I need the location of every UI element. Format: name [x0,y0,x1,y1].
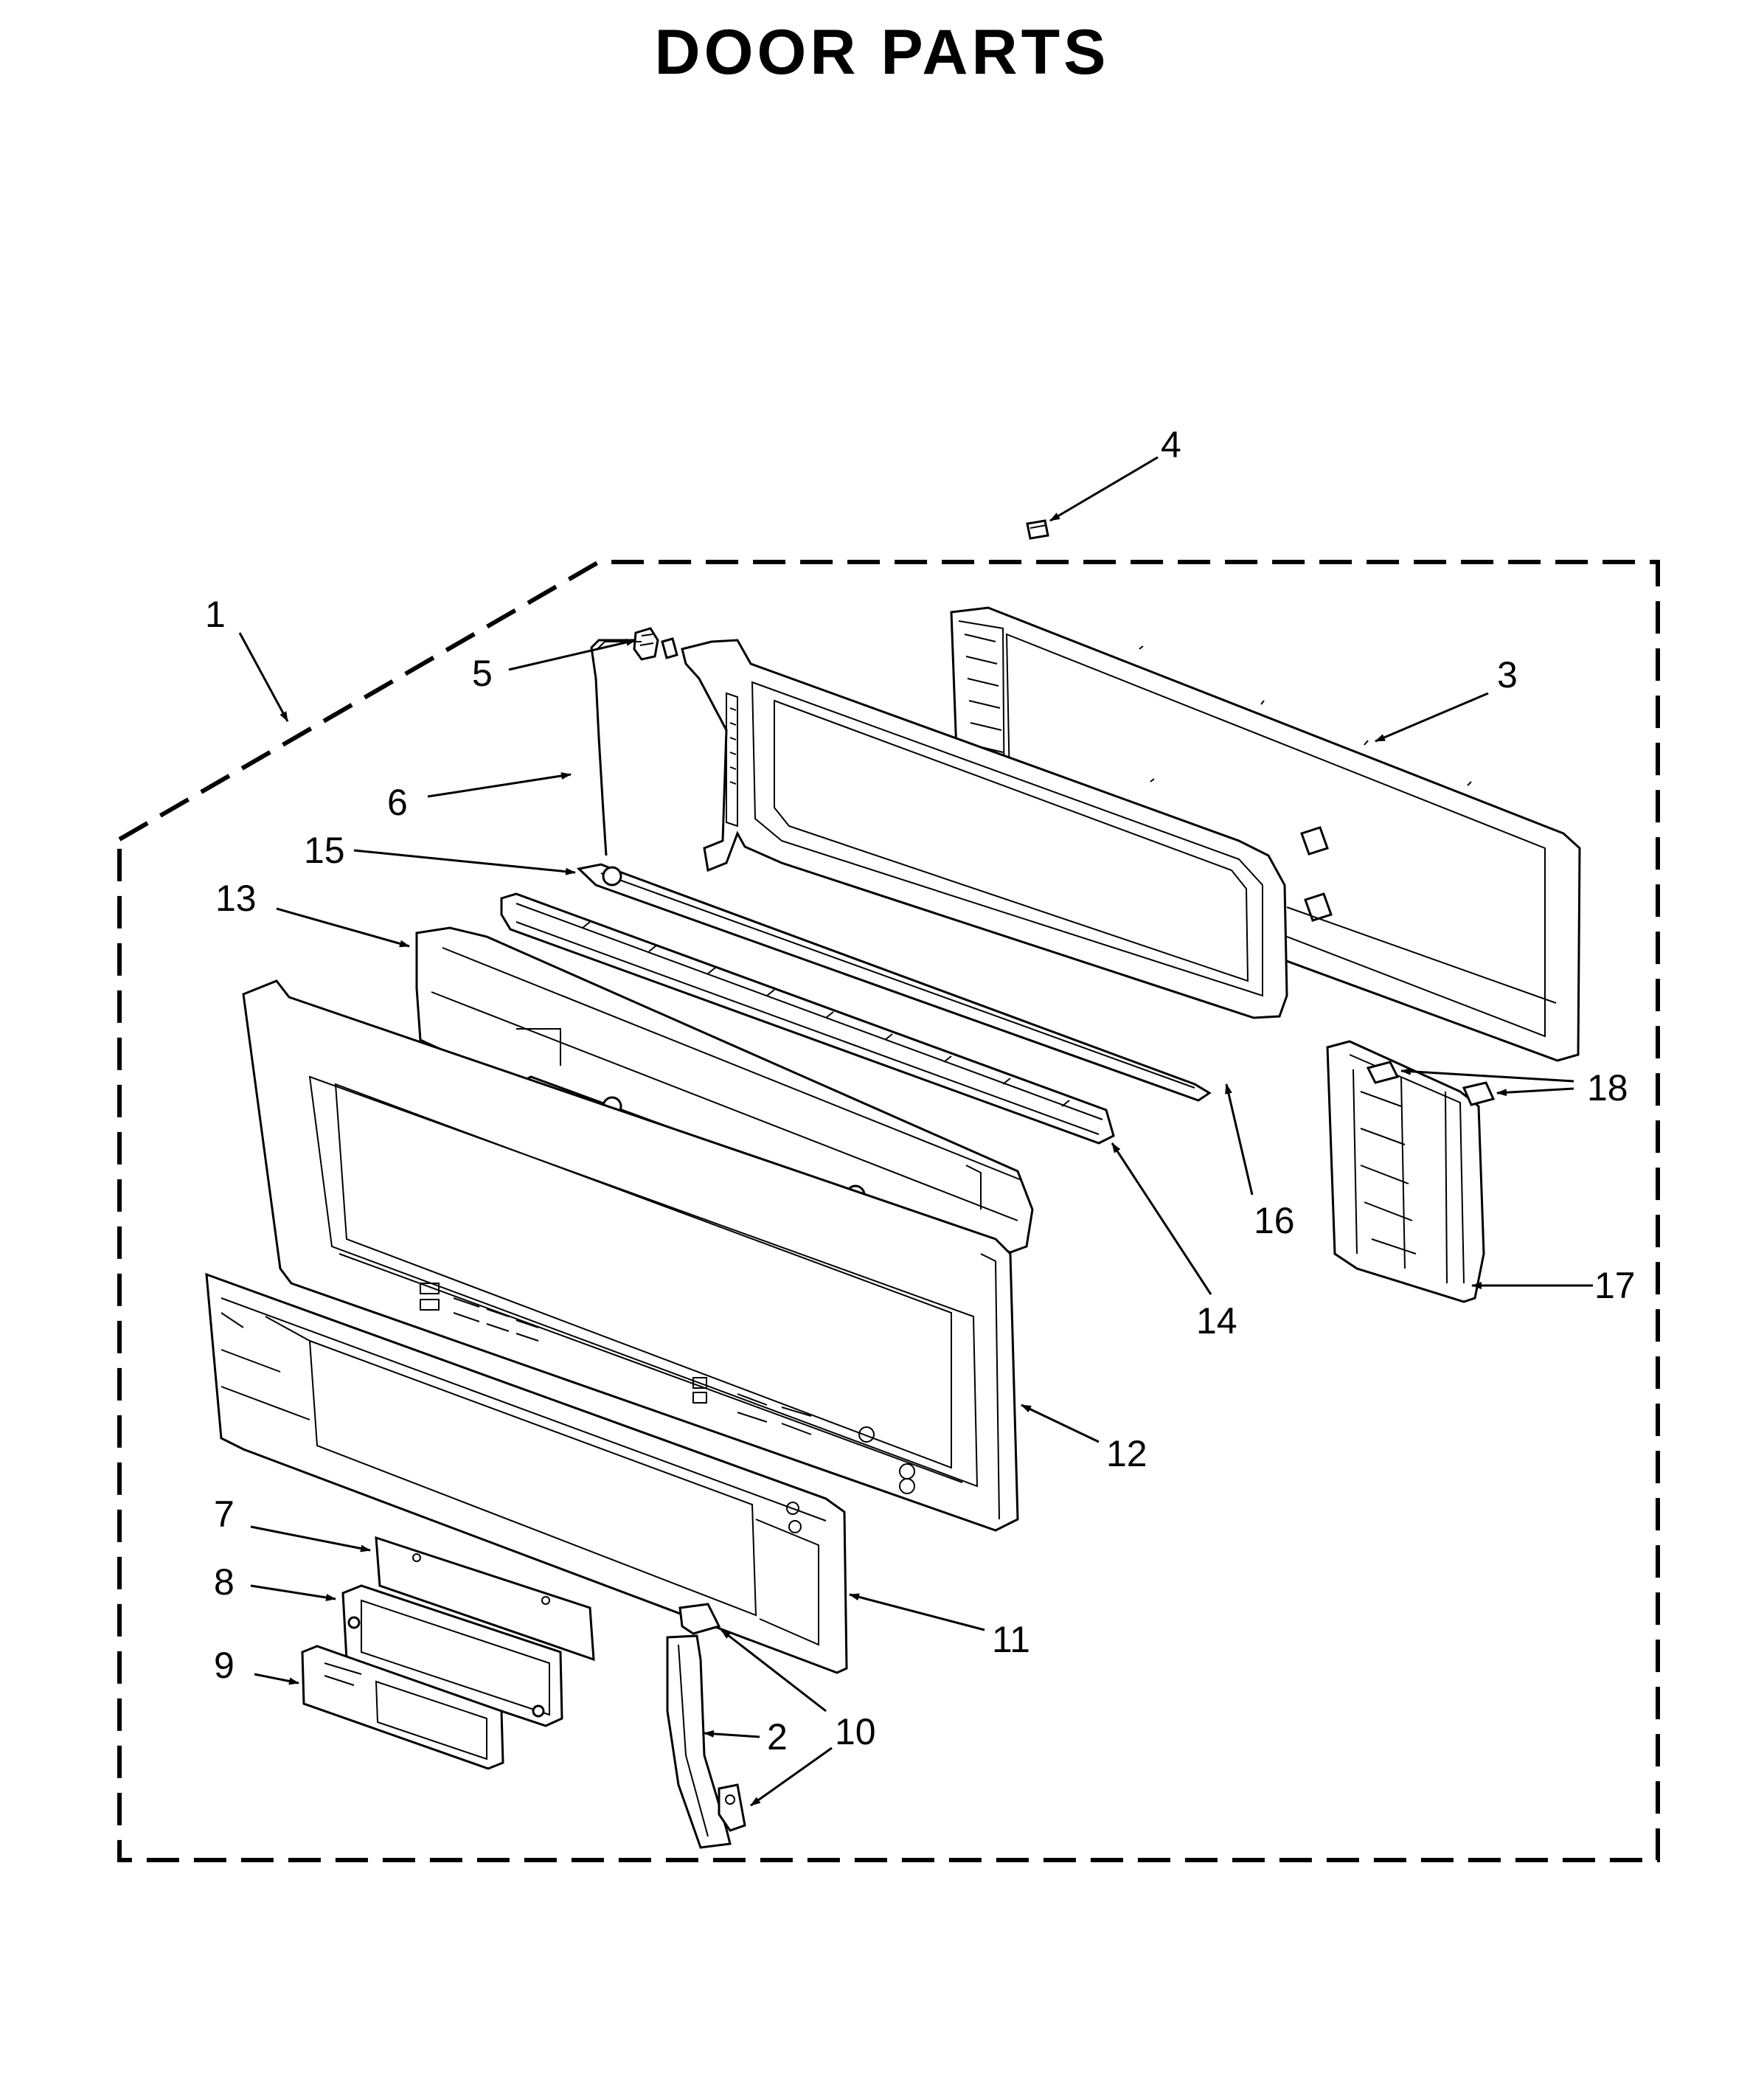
part-9-display-board [301,1645,504,1770]
part-15-door-rail [576,863,1212,1102]
callout-9: 9 [214,1645,235,1686]
diagram-title: DOOR PARTS [654,17,1110,88]
part-12-front-panel [242,979,1019,1532]
callout-17: 17 [1594,1265,1636,1306]
part-6-latch-rod [590,639,642,856]
part-10-brackets [678,1603,746,1832]
callout-6: 6 [387,782,408,823]
callout-5: 5 [472,653,493,694]
callout-10: 10 [835,1711,876,1752]
callout-12: 12 [1106,1433,1147,1474]
part-17-handle [1326,1040,1485,1303]
leader-lines [238,456,1593,1807]
part-14-choke-rail [500,892,1115,1145]
callout-13: 13 [215,878,257,919]
callout-11: 11 [992,1619,1030,1660]
callout-3: 3 [1497,654,1518,695]
callout-4: 4 [1161,424,1181,465]
callout-8: 8 [214,1561,235,1603]
part-4-clip [1026,519,1049,540]
callout-14: 14 [1196,1300,1237,1342]
part-16-door-inner-frame [681,639,1557,1019]
part-18-brackets [1366,1061,1496,1106]
callout-7: 7 [214,1494,235,1535]
part-7-display-window [375,1536,595,1662]
callout-16: 16 [1254,1200,1295,1241]
callout-18: 18 [1587,1067,1628,1109]
callout-15: 15 [304,830,345,871]
part-11-door-glass [205,1272,848,1674]
callout-1: 1 [205,594,226,635]
part-5-latch-hook [633,627,678,661]
part-2-side-trim [666,1634,732,1849]
callout-2: 2 [767,1716,788,1758]
